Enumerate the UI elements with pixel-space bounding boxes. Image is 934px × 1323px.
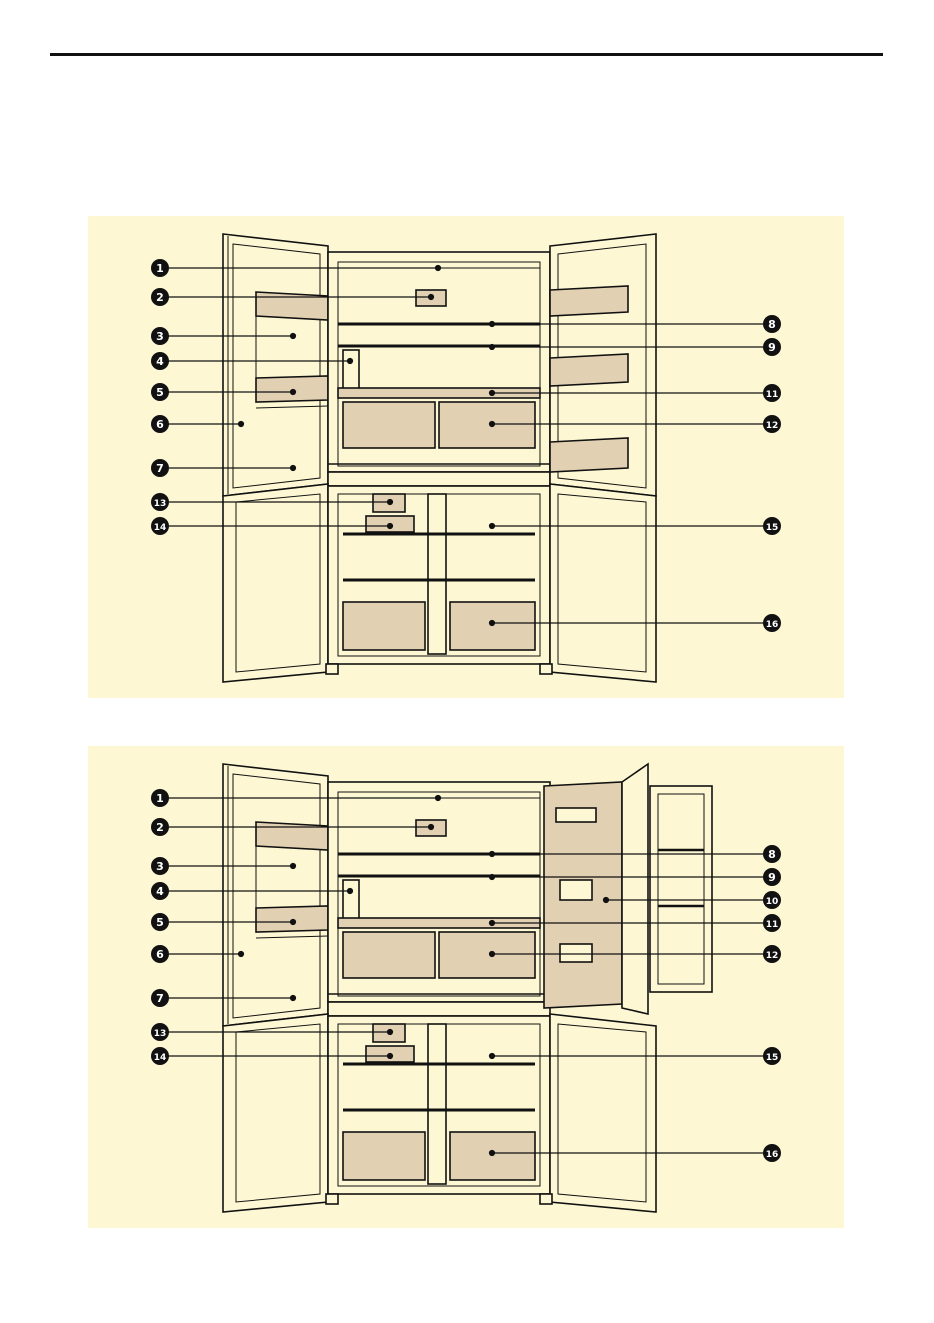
callout-14: 14 [154, 1053, 167, 1063]
door-bin-upper-left [256, 292, 328, 320]
inner-door-bin-lower [560, 944, 592, 962]
crisper-left [343, 402, 435, 448]
door-bin-middle-left [256, 376, 328, 402]
left-upper-door [223, 764, 328, 1026]
fridge-illustration-door-in-door: 1 2 3 4 5 6 7 8 9 10 11 12 13 14 15 16 [88, 746, 844, 1228]
callout-9: 9 [768, 341, 776, 354]
callout-11: 11 [766, 390, 779, 400]
fridge-illustration-standard: 1 2 3 4 5 6 7 8 9 11 12 13 14 15 16 [88, 216, 844, 698]
callout-8: 8 [768, 848, 776, 861]
door-bin-upper-right [550, 286, 628, 316]
diagram-panel-door-in-door: 1 2 3 4 5 6 7 8 9 10 11 12 13 14 15 16 [88, 746, 844, 1228]
door-bin-lower-right [550, 438, 628, 472]
inner-door-bin-top [556, 808, 596, 822]
inner-door-bin-middle [560, 880, 592, 900]
right-lower-door [550, 1014, 656, 1212]
callout-11: 11 [766, 920, 779, 930]
freezer-drawer-left [343, 602, 425, 650]
callout-4: 4 [156, 355, 164, 368]
callout-5: 5 [156, 916, 164, 929]
divider-strip [328, 1002, 550, 1016]
callout-3: 3 [156, 330, 164, 343]
door-bin-middle-left [256, 906, 328, 932]
callout-14: 14 [154, 523, 167, 533]
callout-13: 13 [154, 499, 167, 509]
callout-15: 15 [766, 523, 779, 533]
callout-1: 1 [156, 262, 164, 275]
crisper-right [439, 932, 535, 978]
freezer-divider [428, 494, 446, 654]
callout-6: 6 [156, 948, 164, 961]
callout-16: 16 [766, 620, 779, 630]
callout-1: 1 [156, 792, 164, 805]
right-upper-door-edge [622, 764, 648, 1014]
callout-5: 5 [156, 386, 164, 399]
outer-door-panel [650, 786, 712, 992]
callout-8: 8 [768, 318, 776, 331]
callout-12: 12 [766, 421, 779, 431]
callout-7: 7 [156, 462, 164, 475]
crisper-right [439, 402, 535, 448]
left-upper-door [223, 234, 328, 496]
callout-7: 7 [156, 992, 164, 1005]
callout-4: 4 [156, 885, 164, 898]
crisper-left [343, 932, 435, 978]
callout-15: 15 [766, 1053, 779, 1063]
left-lower-door [223, 484, 328, 682]
callout-13: 13 [154, 1029, 167, 1039]
header-rule [50, 53, 883, 56]
callout-2: 2 [156, 821, 164, 834]
callout-6: 6 [156, 418, 164, 431]
door-bin-middle-right [550, 354, 628, 386]
callout-10: 10 [766, 897, 779, 907]
callout-12: 12 [766, 951, 779, 961]
callout-9: 9 [768, 871, 776, 884]
freezer-drawer-left [343, 1132, 425, 1180]
divider-strip [328, 472, 550, 486]
callout-16: 16 [766, 1150, 779, 1160]
callout-2: 2 [156, 291, 164, 304]
callout-3: 3 [156, 860, 164, 873]
right-lower-door [550, 484, 656, 682]
left-lower-door [223, 1014, 328, 1212]
door-bin-upper-left [256, 822, 328, 850]
diagram-panel-standard: 1 2 3 4 5 6 7 8 9 11 12 13 14 15 16 [88, 216, 844, 698]
freezer-divider [428, 1024, 446, 1184]
